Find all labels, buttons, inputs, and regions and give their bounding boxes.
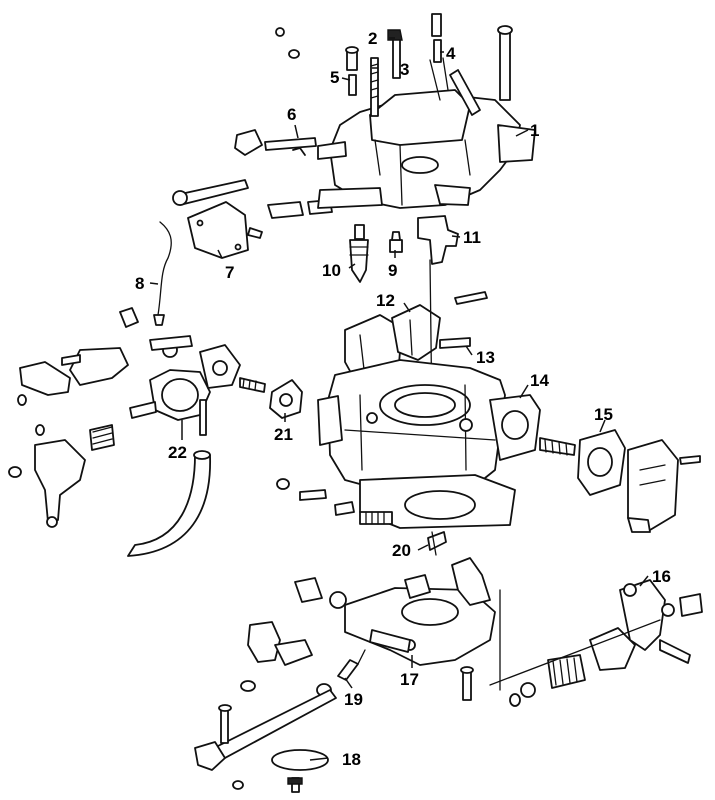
leader-lines bbox=[149, 37, 649, 761]
part-7-cover-plate bbox=[187, 201, 263, 259]
top-screws bbox=[234, 13, 442, 156]
callout-4: 4 bbox=[446, 44, 456, 63]
callout-2: 2 bbox=[368, 29, 377, 48]
top-cover-gaskets bbox=[267, 187, 383, 219]
callout-18: 18 bbox=[342, 750, 361, 769]
callout-10: 10 bbox=[322, 261, 341, 280]
callout-22: 22 bbox=[168, 443, 187, 462]
callout-7: 7 bbox=[225, 263, 234, 282]
part-18-throttle-spindle bbox=[194, 621, 474, 793]
part-20-idle-screw bbox=[427, 531, 447, 556]
callout-16: 16 bbox=[652, 567, 671, 586]
callout-20: 20 bbox=[392, 541, 411, 560]
callout-21: 21 bbox=[274, 425, 293, 444]
callout-numbers: 1 2 3 4 5 6 7 8 9 10 11 12 13 14 15 16 1… bbox=[135, 29, 671, 769]
callout-11: 11 bbox=[463, 228, 481, 247]
callout-19: 19 bbox=[344, 690, 363, 709]
callout-3: 3 bbox=[400, 60, 409, 79]
part-1-top-cover bbox=[317, 25, 536, 209]
callout-15: 15 bbox=[594, 405, 613, 424]
parts-9-10-11-valves bbox=[349, 215, 459, 283]
part-17-throttle-body bbox=[294, 557, 496, 666]
left-linkages bbox=[8, 335, 193, 528]
callout-5: 5 bbox=[330, 68, 339, 87]
vacuum-hose bbox=[127, 450, 211, 557]
callout-14: 14 bbox=[530, 371, 549, 390]
callout-12: 12 bbox=[376, 291, 395, 310]
parts-21-22-diaphragms bbox=[89, 344, 303, 451]
callout-13: 13 bbox=[476, 348, 495, 367]
callout-6: 6 bbox=[287, 105, 296, 124]
part-14-main-body bbox=[317, 359, 541, 496]
callout-8: 8 bbox=[135, 274, 144, 293]
callout-17: 17 bbox=[400, 670, 419, 689]
part-16-throttle-linkage bbox=[489, 579, 703, 707]
callout-9: 9 bbox=[388, 261, 397, 280]
callout-1: 1 bbox=[530, 121, 539, 140]
base-gasket bbox=[276, 474, 516, 529]
part-15-pump-cover bbox=[539, 429, 701, 533]
part-8-linkage-rod bbox=[119, 179, 249, 328]
